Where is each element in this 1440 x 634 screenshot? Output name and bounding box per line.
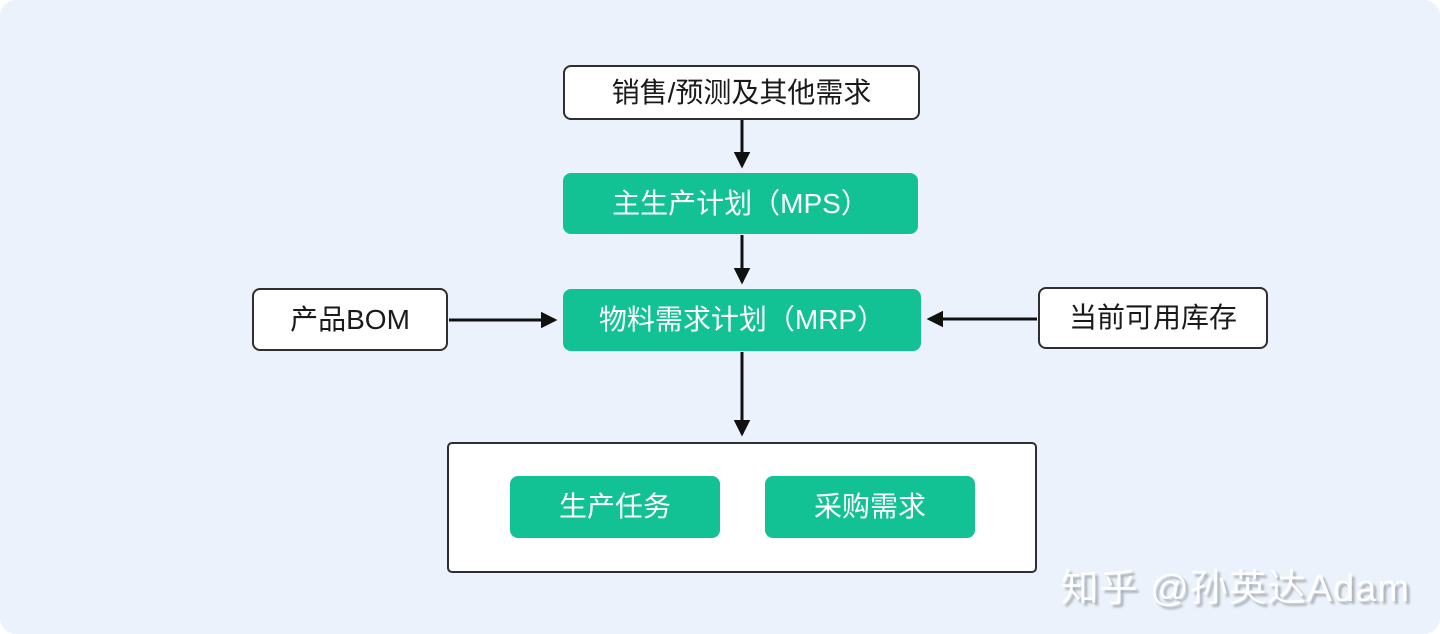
node-available-inventory: 当前可用库存 (1038, 287, 1268, 349)
zhihu-watermark: 知乎 @孙英达Adam (1060, 568, 1410, 610)
node-sales-forecast-demand: 销售/预测及其他需求 (563, 65, 920, 120)
node-material-requirements-planning: 物料需求计划（MRP） (563, 289, 921, 351)
node-product-bom: 产品BOM (252, 288, 448, 351)
node-production-task: 生产任务 (510, 476, 720, 538)
node-purchase-demand: 采购需求 (765, 476, 975, 538)
node-master-production-schedule: 主生产计划（MPS） (563, 173, 918, 234)
